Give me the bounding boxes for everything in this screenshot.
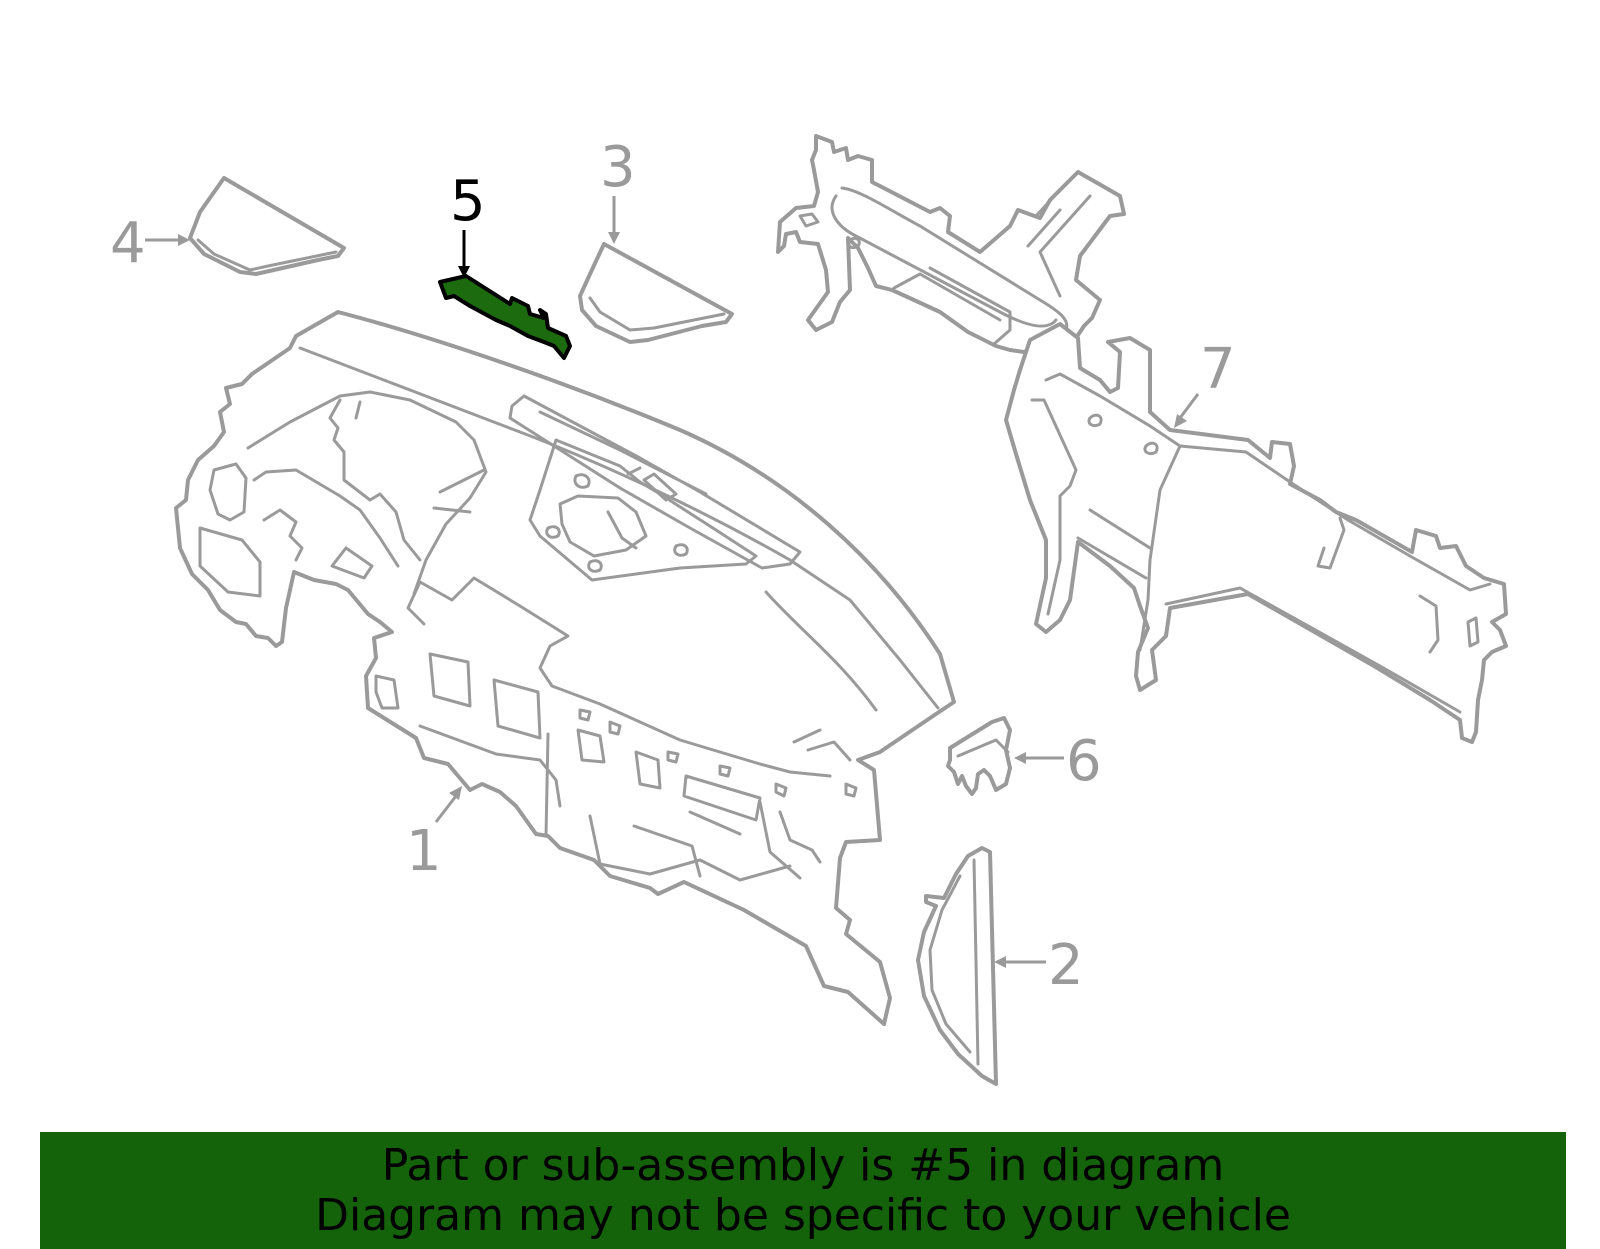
part-2-side-panel [916,846,998,1086]
arrowhead-4 [178,234,190,246]
leader-7 [1178,393,1200,419]
callout-numbers: 4 5 3 7 6 2 1 [110,135,1236,998]
part-5-bracket-highlighted [438,274,572,360]
arrowhead-2 [994,956,1006,968]
banner-line-2: Diagram may not be specific to your vehi… [315,1189,1291,1241]
arrowhead-7 [1174,414,1187,428]
callout-4: 4 [110,211,146,276]
callout-6: 6 [1066,729,1102,794]
arrowhead-3 [608,232,620,244]
banner-line-1: Part or sub-assembly is #5 in diagram [381,1139,1225,1191]
arrowhead-5 [458,266,470,278]
part-6-clip [946,716,1012,796]
arrowhead-1 [449,786,462,800]
part-7-crossmember [776,134,1508,744]
arrowhead-6 [1014,752,1026,764]
callout-1: 1 [406,819,442,884]
part-1-crash-pad [174,310,956,1026]
callout-3: 3 [600,135,636,200]
leader-1 [434,795,458,823]
callout-5: 5 [450,169,486,234]
part-4-cover [188,176,346,276]
info-banner: Part or sub-assembly is #5 in diagram Di… [40,1132,1566,1249]
leader-lines [145,196,1200,968]
part-3-cover [578,242,734,344]
callout-7: 7 [1200,337,1236,402]
callout-2: 2 [1048,933,1084,998]
